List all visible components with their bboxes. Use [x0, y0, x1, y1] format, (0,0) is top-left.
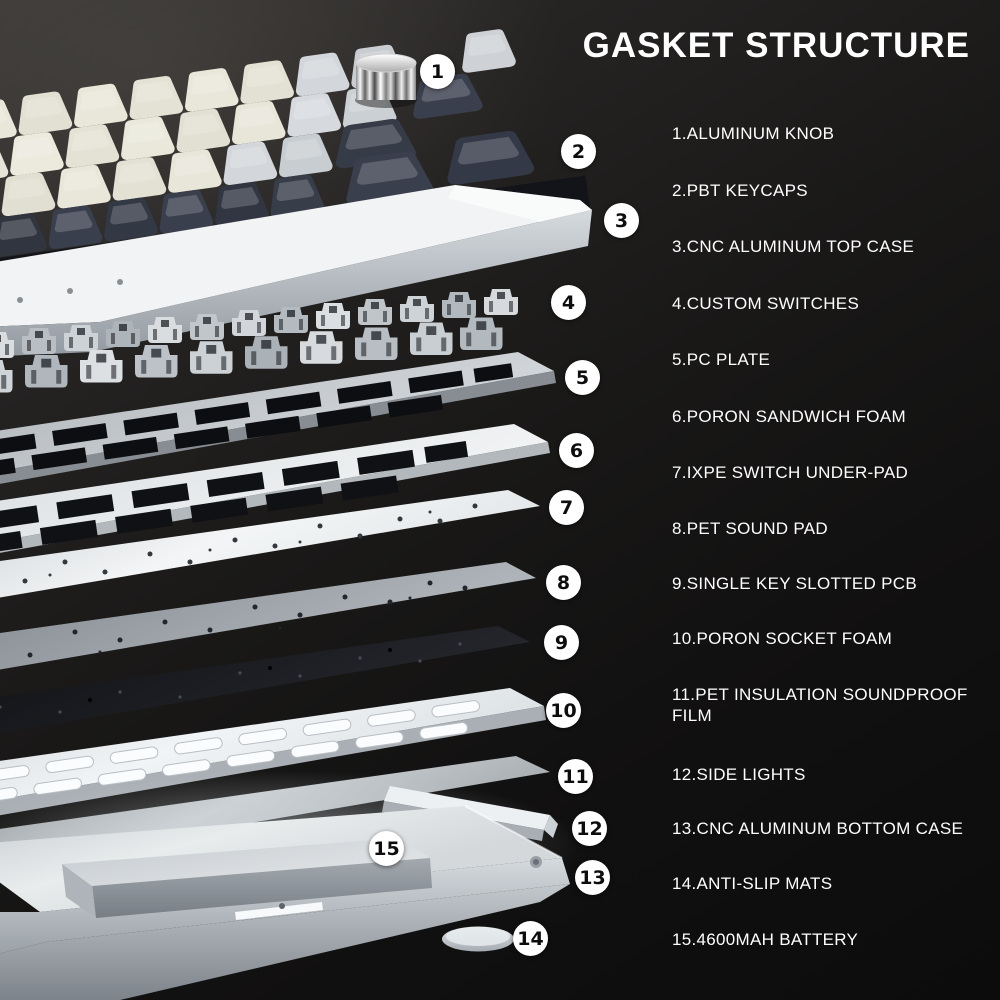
legend-item-1: 1.ALUMINUM KNOB: [672, 124, 835, 143]
legend-item-11: 11.PET INSULATION SOUNDPROOF FILM: [672, 685, 968, 725]
callout-badge-14: 14: [513, 921, 548, 956]
legend-item-10: 10.PORON SOCKET FOAM: [672, 629, 893, 648]
aluminum-knob: [355, 53, 417, 108]
pc-plate: [0, 352, 556, 484]
legend-item-6: 6.PORON SANDWICH FOAM: [672, 407, 906, 426]
legend-item-15: 15.4600MAH BATTERY: [672, 930, 859, 949]
legend-item-5: 5.PC PLATE: [672, 350, 771, 369]
callout-badge-8: 8: [546, 565, 581, 600]
single-key-slotted-pcb: [0, 626, 530, 734]
parts-legend: 1.ALUMINUM KNOB 2.PBT KEYCAPS 3.CNC ALUM…: [672, 0, 974, 1000]
battery: [62, 838, 432, 918]
legend-item-3: 3.CNC ALUMINUM TOP CASE: [672, 237, 915, 256]
callout-badge-10: 10: [546, 693, 581, 728]
callout-badge-1: 1: [420, 54, 455, 89]
poron-sandwich-foam: [0, 424, 550, 557]
top-case: [0, 185, 592, 357]
anti-slip-mat: [442, 926, 514, 952]
callout-badge-2: 2: [561, 134, 596, 169]
callout-badge-9: 9: [544, 625, 579, 660]
pet-sound-pad: [0, 562, 536, 670]
ixpe-switch-under-pad: [0, 490, 540, 598]
legend-item-14: 14.ANTI-SLIP MATS: [672, 874, 833, 893]
legend-item-2: 2.PBT KEYCAPS: [672, 181, 808, 200]
callout-badge-3: 3: [604, 203, 639, 238]
callout-badge-12: 12: [572, 811, 607, 846]
callout-badge-4: 4: [551, 285, 586, 320]
legend-item-8: 8.PET SOUND PAD: [672, 519, 828, 538]
callout-badge-7: 7: [549, 490, 584, 525]
callout-badge-15: 15: [369, 831, 404, 866]
legend-item-13: 13.CNC ALUMINUM BOTTOM CASE: [672, 819, 964, 838]
legend-item-7: 7.IXPE SWITCH UNDER-PAD: [672, 463, 909, 482]
callout-badge-5: 5: [565, 360, 600, 395]
legend-item-9: 9.SINGLE KEY SLOTTED PCB: [672, 574, 917, 593]
legend-item-4: 4.CUSTOM SWITCHES: [672, 294, 860, 313]
callout-badge-11: 11: [558, 759, 593, 794]
callout-badge-13: 13: [575, 860, 610, 895]
callout-badge-6: 6: [559, 433, 594, 468]
page-title: GASKET STRUCTURE: [582, 26, 970, 65]
legend-item-12: 12.SIDE LIGHTS: [672, 765, 806, 784]
